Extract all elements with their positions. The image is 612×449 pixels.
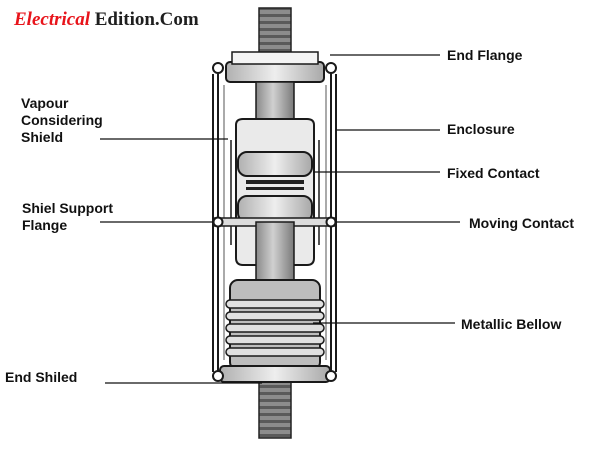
metallic-bellow bbox=[225, 279, 325, 371]
label-end-flange: End Flange bbox=[447, 47, 523, 63]
end-flange bbox=[212, 51, 337, 83]
label-shield-support-line-2: Flange bbox=[22, 217, 68, 233]
label-shield-support-line-1: Shiel Support bbox=[22, 200, 113, 216]
end-shield bbox=[212, 365, 337, 383]
fixed-contact bbox=[237, 151, 313, 190]
site-brand: Electrical Edition.Com bbox=[14, 9, 199, 31]
leader-lines bbox=[100, 54, 460, 384]
label-vapour-shield-line-3: Shield bbox=[21, 129, 64, 145]
label-moving-contact: Moving Contact bbox=[469, 215, 574, 231]
label-vapour-shield: Vapour Considering Shield bbox=[21, 95, 103, 146]
bottom-terminal bbox=[258, 379, 292, 439]
label-vapour-shield-line-1: Vapour bbox=[21, 95, 69, 111]
label-enclosure: Enclosure bbox=[447, 121, 515, 137]
moving-stem bbox=[255, 221, 295, 281]
label-shield-support: Shiel Support Flange bbox=[22, 200, 113, 234]
label-vapour-shield-line-2: Considering bbox=[21, 112, 103, 128]
label-end-shield: End Shiled bbox=[5, 369, 78, 385]
brand-part-2: Edition.Com bbox=[89, 9, 199, 30]
brand-part-1: Electrical bbox=[14, 9, 90, 30]
label-metallic-bellow: Metallic Bellow bbox=[461, 316, 562, 332]
label-fixed-contact: Fixed Contact bbox=[447, 165, 540, 181]
